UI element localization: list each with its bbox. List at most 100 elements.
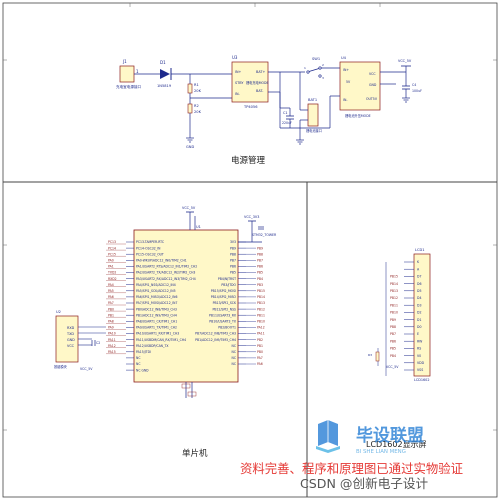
mcu-left-pin-label: NC: [136, 362, 140, 366]
sw1-pin1: 1: [304, 66, 306, 70]
c1-capacitor[interactable]: [286, 115, 294, 120]
lcd1602-connector[interactable]: [413, 253, 431, 377]
mcu-left-net-label: PA12: [108, 344, 116, 348]
mcu-left-net-label: PA8: [108, 320, 114, 324]
cap-near-vcc[interactable]: [258, 226, 264, 230]
u4-part: 5V: [346, 80, 351, 84]
mcu-right-pin-label: PB5: [230, 271, 236, 275]
mcu-left-net-label: PA9: [108, 326, 114, 330]
mcu-right-net-label: PA11: [257, 332, 265, 336]
u3-desc: 锂电充电MODE: [246, 80, 268, 85]
mcu-left-net-label: PA0: [108, 259, 114, 263]
mcu-left-pin-label: PB0/ADC12_IN8/TIM3_CH3: [136, 307, 177, 311]
mcu-right-net-label: PA7: [257, 356, 263, 360]
d1-diode[interactable]: [160, 68, 172, 80]
mcu-left-net-label: PA4: [108, 283, 114, 287]
watermark-logo-sub: BI SHE LIAN MENG: [356, 449, 406, 455]
mcu-right-net-label: PB0: [257, 350, 263, 354]
lcd-section-label: LCD1602显示屏: [366, 440, 427, 449]
mcu-right-pin-label: 3V3: [230, 240, 236, 244]
r3-resistor[interactable]: [375, 351, 380, 362]
mcu-right-pin-label: PB11/USART3_RX: [209, 313, 237, 317]
u2-pin-txd: TXD: [66, 332, 74, 336]
u3-pin-in-minus: IN-: [235, 92, 241, 96]
mcu-right-net-label: PB8: [257, 252, 263, 256]
mcu-right-net-label: PA6: [257, 362, 263, 366]
u2-pin-vcc: VCC: [67, 344, 75, 348]
lcd-pin-label: D4: [417, 296, 421, 300]
r1-ref: R1: [194, 83, 199, 87]
mcu-left-net-label: PA15: [108, 350, 116, 354]
c2-capacitor[interactable]: [91, 340, 96, 346]
lcd-vcc: VCC_5V: [386, 365, 399, 369]
u3-pin-bat-plus: BAT+: [256, 70, 265, 74]
lcd-pin-label: RW: [417, 339, 423, 343]
lcd-net-label: PB15: [390, 275, 398, 279]
mcu-vcc-top: VCC_5V: [182, 206, 196, 210]
lcd-pin-label: D7: [417, 275, 421, 279]
c4-capacitor[interactable]: [402, 85, 410, 90]
mcu-right-pin-label: PB8: [230, 252, 236, 256]
mcu-right-net-label: PB4: [257, 277, 263, 281]
mcu-right-pin-label: PB1/ADC12_IN9/TIM3_CH4: [195, 338, 236, 342]
r2-value: 20K: [194, 110, 202, 114]
u4-boost-module[interactable]: [339, 61, 381, 111]
mcu-left-pin-label: PA7/SPI1_MOSI/ADC12_IN7: [136, 301, 177, 305]
lcd-part: LCD1602: [414, 378, 430, 382]
lcd-net-label: PB12: [390, 296, 398, 300]
lcd-net-label: PB9: [390, 318, 396, 322]
u4-pin-in-minus: IN-: [343, 98, 347, 102]
lcd-pin-label: VSS: [417, 368, 423, 372]
sw1-switch[interactable]: [306, 66, 322, 78]
lcd-pin-label: D6: [417, 282, 421, 286]
sw1-pin3: 3: [322, 76, 324, 80]
bottom-net-gnd: [187, 391, 197, 397]
j1-ref: J1: [122, 59, 127, 64]
u4-ref: U4: [341, 56, 347, 60]
lcd-pin-label: V0: [417, 354, 421, 358]
gnd-label: GND: [186, 145, 194, 149]
bat1-connector[interactable]: [307, 103, 319, 127]
lcd-ref: LCD1: [415, 248, 425, 252]
mcu-right-net-label: PB9: [257, 246, 263, 250]
ground-symbol-c4: [402, 97, 410, 103]
mcu-left-net-label: PA1: [108, 265, 114, 269]
mcu-right-net-label: PB6: [257, 265, 263, 269]
u3-charger-module[interactable]: [231, 61, 269, 103]
lcd-net-label: PB7: [390, 332, 396, 336]
mcu-cap-label: STM32_TOWER: [252, 233, 277, 237]
mcu-left-net-label: PB1: [108, 313, 114, 317]
lcd-net-label: PB10: [390, 311, 398, 315]
c4-value: 100uF: [412, 89, 422, 93]
mcu-u1-chip[interactable]: [133, 229, 239, 383]
watermark-logo: 毕设联盟 BI SHE LIAN MENG: [316, 420, 424, 455]
u2-ref: U2: [56, 310, 61, 314]
r1-resistor[interactable]: [187, 83, 193, 94]
mcu-left-pin-label: PA2/USART2_TX/ADC12_IN2/TIM2_CH3: [136, 271, 195, 275]
mcu-left-pin-label: PA9/USART1_TX/TIM1_CH2: [136, 326, 177, 330]
border-ticks: [3, 3, 497, 431]
j1-connector[interactable]: [119, 65, 135, 83]
mcu-right-net-label: PB13: [257, 301, 265, 305]
mcu-right-pin-label: PB6: [230, 265, 236, 269]
mcu-left-net-label: PC13: [108, 240, 116, 244]
lcd-pin-label: E: [417, 332, 419, 336]
mcu-right-pin-label: PB15/SPI2_MOSI: [211, 289, 236, 293]
lcd-pin-label: K: [417, 260, 420, 264]
mcu-right-net-label: PA12: [257, 326, 265, 330]
mcu-left-net-label: PA10: [108, 332, 116, 336]
j1-pin: 1: [136, 69, 139, 74]
lcd-pin-label: D2: [417, 311, 421, 315]
mcu-right-pin-label: NC: [232, 362, 236, 366]
mcu-right-net-label: PB5: [257, 271, 263, 275]
mcu-left-pin-label: PA4/SPI1_NSS/ADC12_IN4: [136, 283, 176, 287]
lcd-net-label: PB6: [390, 339, 396, 343]
lcd-net-label: PB14: [390, 282, 398, 286]
r3-ref: R3: [368, 353, 372, 357]
mcu-left-pin-label: PA15/JTDI: [136, 350, 151, 354]
j1-label: 充电宝电源接口: [116, 84, 142, 89]
r2-resistor[interactable]: [187, 103, 193, 114]
c1-ref: C1: [283, 111, 288, 115]
u2-vcc-net: VCC_5V: [80, 367, 93, 371]
bottom-net-vcc: [181, 383, 191, 389]
